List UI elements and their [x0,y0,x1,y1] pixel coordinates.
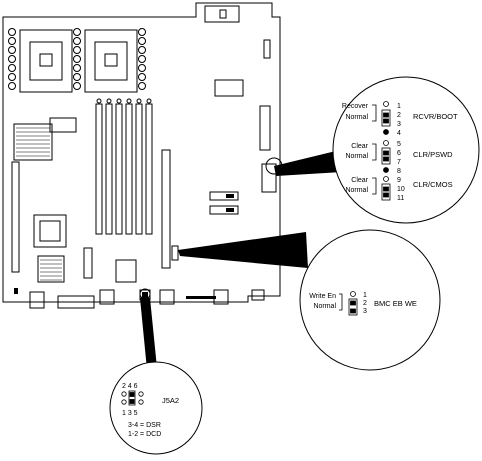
capacitor [8,28,16,36]
pin-1: 1 [363,292,367,299]
title-clr-pswd: CLR/PSWD [413,150,453,159]
label-normal: Normal [345,187,368,194]
capacitor [138,82,146,90]
pin-10: 10 [397,186,405,193]
chipset-chip [33,214,67,248]
capacitor [73,46,81,54]
io-connector-3 [159,289,175,305]
callout-jumper-rcvr-clr: Recover Normal 1 2 3 4 RCVR/BOOT 5 Clear… [332,76,480,224]
label-normal: Normal [345,153,368,160]
capacitor [73,55,81,63]
note-3-4: 3-4 = DSR [128,422,161,429]
dimm-slot [135,103,143,235]
leader-rcvr [265,150,342,176]
pin-1: 1 [397,103,401,110]
capacitor [73,73,81,81]
dimm-slot [95,103,103,235]
heatsink-block-2 [49,117,77,133]
pin-4: 4 [397,130,401,137]
note-1-2: 1-2 = DCD [128,431,161,438]
pin-9: 9 [397,177,401,184]
io-connector-2 [99,289,115,305]
label-write-en: Write En [309,293,336,300]
label-normal: Normal [313,303,336,310]
capacitor [73,82,81,90]
pin-8: 8 [397,168,401,175]
title-j5a2: J5A2 [162,396,179,405]
capacitor [138,55,146,63]
label-clear: Clear [351,143,368,150]
pin-2: 2 [397,112,401,119]
capacitor [8,82,16,90]
capacitor [73,28,81,36]
bottom-pin-numbers: 1 3 5 [122,410,138,417]
power-connector [204,5,240,23]
label-normal: Normal [345,114,368,121]
capacitor [8,64,16,72]
callout-jumper-j5a2: 2 4 6 1 3 5 J5A2 3-4 = DSR 1-2 = DCD [109,361,203,455]
leader-bmc [178,232,308,268]
io-chip [37,255,65,283]
capacitor [138,46,146,54]
pci-slot-left [11,161,20,273]
capacitor [73,37,81,45]
capacitor [138,73,146,81]
pci-slot-center [161,149,171,269]
capacitor [73,64,81,72]
pin-6: 6 [397,150,401,157]
pin-3: 3 [397,121,401,128]
capacitor [8,55,16,63]
pin-2: 2 [363,300,367,307]
label-clear: Clear [351,177,368,184]
title-clr-cmos: CLR/CMOS [413,180,453,189]
chip-grid [16,127,62,281]
capacitor [138,64,146,72]
bios-chip [115,259,137,283]
board-outline [2,2,281,303]
dimm-slot [125,103,133,235]
dimm-slot [105,103,113,235]
dimm-slot [115,103,123,235]
capacitor [8,37,16,45]
callout-jumper-bmc: Write En Normal 1 2 3 BMC EB WE [299,229,441,371]
top-pin-numbers: 2 4 6 [122,383,138,390]
title-bmc-eb-we: BMC EB WE [374,299,417,308]
capacitor [8,73,16,81]
motherboard [2,2,281,309]
serial-port [57,295,95,309]
dimm-slots [95,98,153,235]
dimm-slot [145,103,153,235]
capacitor [138,37,146,45]
pin-7: 7 [397,159,401,166]
heatsink-block-1 [13,123,53,161]
io-connector-1 [29,291,45,309]
capacitor [8,46,16,54]
pin-3: 3 [363,308,367,315]
capacitor [138,28,146,36]
leader-j5a2 [139,288,158,380]
label-recover: Recover [342,103,369,110]
capacitor-ring [8,28,146,90]
title-rcvr-boot: RCVR/BOOT [413,112,458,121]
cpu-socket-2 [84,29,138,93]
pin-11: 11 [397,195,404,202]
cpu-socket-1 [19,29,73,93]
pin-5: 5 [397,141,401,148]
